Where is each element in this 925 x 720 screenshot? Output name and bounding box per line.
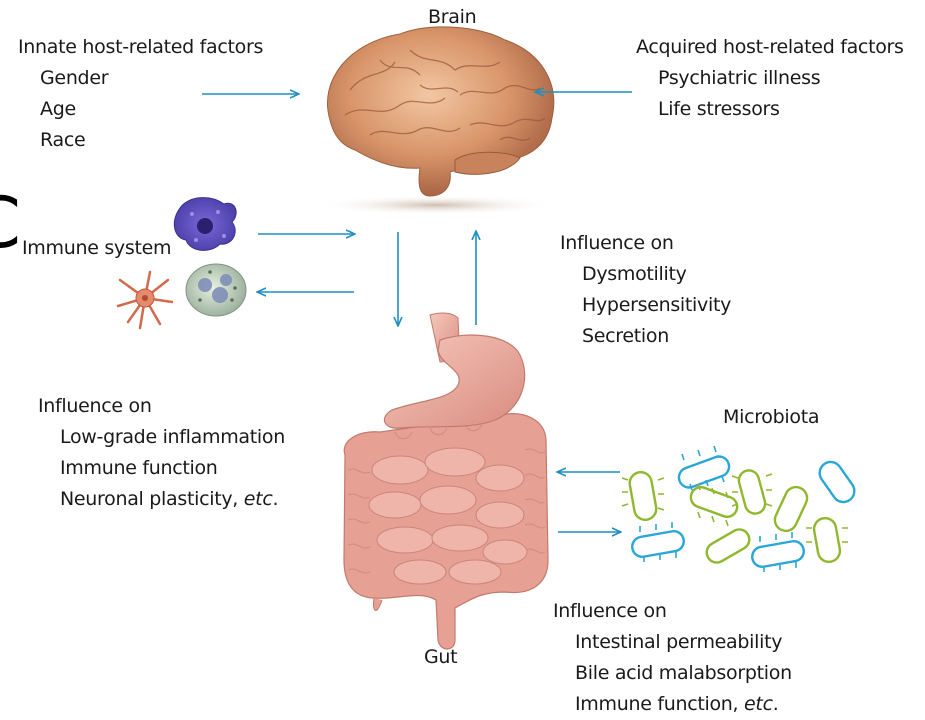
gut-label: Gut xyxy=(424,642,457,673)
immune-system-label: Immune system xyxy=(22,233,171,264)
microbiota-influence-last-text: Immune function, xyxy=(575,693,744,715)
microbiota-label: Microbiota xyxy=(723,402,819,433)
innate-factors-title: Innate host-related factors xyxy=(18,32,263,63)
microbiota-illustration xyxy=(622,446,859,572)
microbiota-influence-block: Influence on Intestinal permeability Bil… xyxy=(553,596,792,720)
acquired-factor-item: Life stressors xyxy=(636,94,904,125)
innate-factor-item: Race xyxy=(18,125,263,156)
brain-gut-influence-item: Secretion xyxy=(560,321,731,352)
immune-influence-item-last: Neuronal plasticity, etc. xyxy=(38,484,285,515)
acquired-factors-block: Acquired host-related factors Psychiatri… xyxy=(636,32,904,125)
microbiota-influence-last-italic: etc xyxy=(744,693,773,715)
microbiota-influence-title: Influence on xyxy=(553,596,792,627)
immune-influence-block: Influence on Low-grade inflammation Immu… xyxy=(38,391,285,515)
brain-gut-influence-item: Hypersensitivity xyxy=(560,290,731,321)
brain-shadow xyxy=(316,195,556,215)
microbiota-influence-item-last: Immune function, etc. xyxy=(553,689,792,720)
innate-factor-item: Gender xyxy=(18,63,263,94)
microbiota-influence-item: Intestinal permeability xyxy=(553,627,792,658)
brain-gut-influence-block: Influence on Dysmotility Hypersensitivit… xyxy=(560,228,731,352)
microbiota-influence-item: Bile acid malabsorption xyxy=(553,658,792,689)
immune-influence-last-italic: etc xyxy=(244,488,273,510)
innate-factor-item: Age xyxy=(18,94,263,125)
immune-influence-last-text: Neuronal plasticity, xyxy=(60,488,244,510)
immune-influence-item: Low-grade inflammation xyxy=(38,422,285,453)
brain-gut-influence-item: Dysmotility xyxy=(560,259,731,290)
brain-gut-influence-title: Influence on xyxy=(560,228,731,259)
gut-illustration xyxy=(344,313,548,649)
innate-factors-block: Innate host-related factors Gender Age R… xyxy=(18,32,263,156)
brain-label: Brain xyxy=(428,2,476,33)
immune-influence-title: Influence on xyxy=(38,391,285,422)
brain-illustration xyxy=(327,27,553,196)
acquired-factors-title: Acquired host-related factors xyxy=(636,32,904,63)
immune-influence-item: Immune function xyxy=(38,453,285,484)
acquired-factor-item: Psychiatric illness xyxy=(636,63,904,94)
